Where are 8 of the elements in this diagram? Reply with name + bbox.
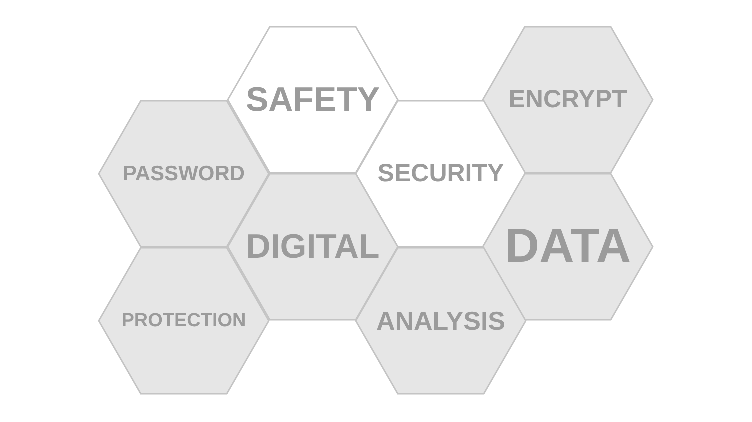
hexagon-label: PASSWORD [122,164,246,184]
hexagon-label: SAFETY [244,83,382,117]
hexagon-label: ENCRYPT [508,88,628,112]
hexagon-label: DIGITAL [245,230,381,264]
hexagon-label: PROTECTION [120,312,248,330]
hexagon-label: DATA [504,223,632,271]
hexagon-label: ANALYSIS [375,308,507,334]
hexagon-label: SECURITY [376,162,506,186]
